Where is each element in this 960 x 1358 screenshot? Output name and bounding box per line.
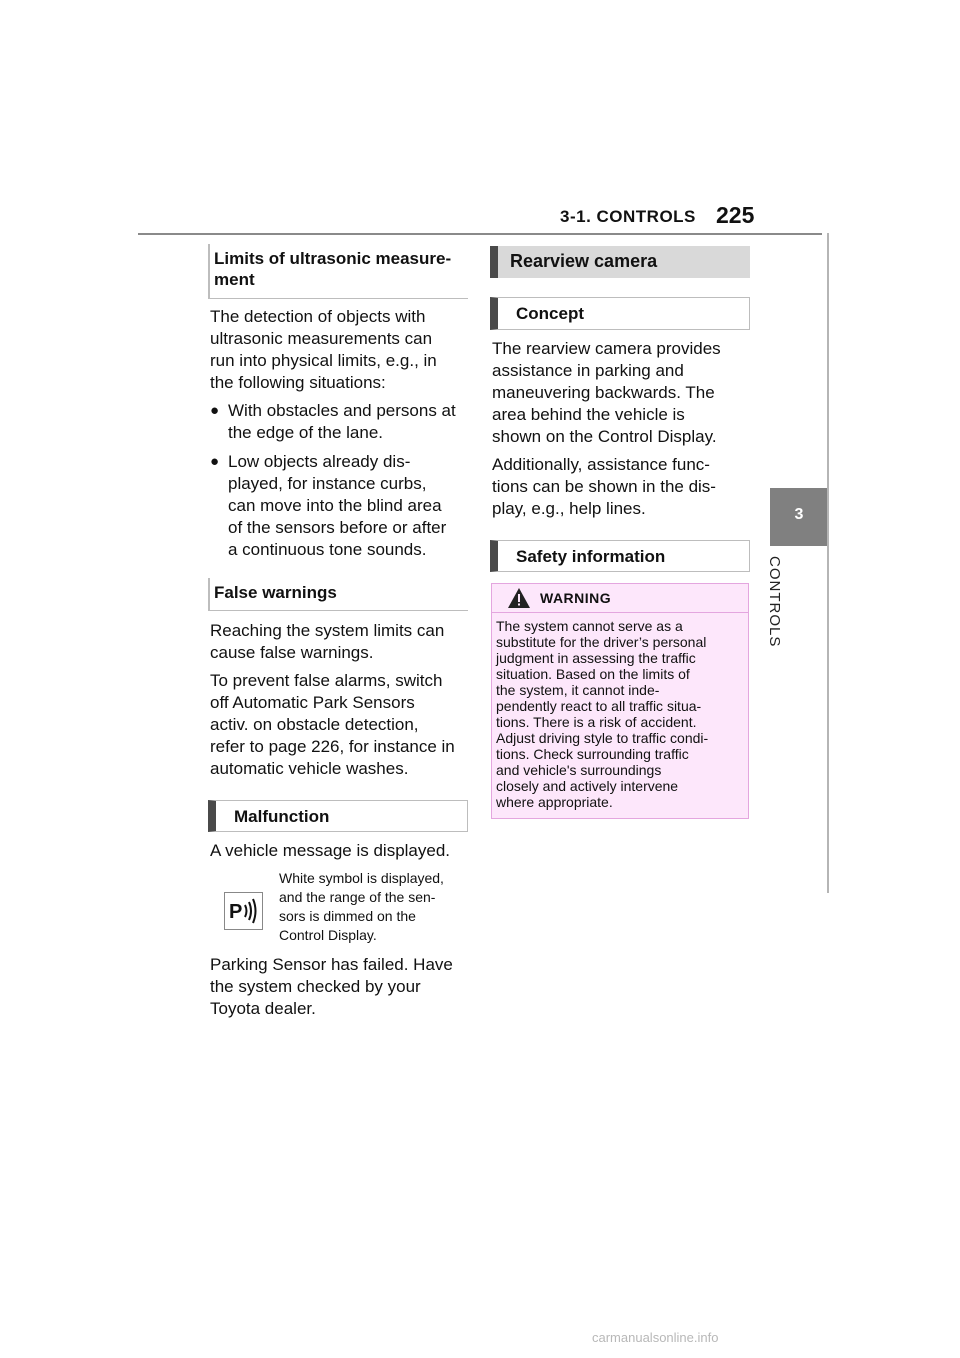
safety-information-heading: Safety information	[490, 540, 750, 572]
concept-paragraph-2: Additionally, assistance func- tions can…	[492, 455, 716, 518]
warning-box	[491, 583, 749, 819]
svg-text:P: P	[229, 901, 242, 923]
false-warnings-paragraph-2: To prevent false alarms, switch off Auto…	[210, 671, 455, 778]
parking-sensor-icon: P	[224, 892, 263, 930]
warning-triangle-icon	[507, 587, 531, 614]
warning-text: The system cannot serve as a substitute …	[496, 618, 709, 810]
bullet-item: ● With obstacles and persons at the edge…	[210, 401, 456, 442]
bullet-icon: ●	[210, 453, 220, 470]
watermark: carmanualsonline.info	[592, 1330, 719, 1345]
concept-heading: Concept	[490, 297, 750, 330]
chapter-tab	[770, 488, 828, 546]
malfunction-heading: Malfunction	[208, 800, 468, 832]
bullet-item: ● Low objects already dis- played, for i…	[210, 452, 447, 559]
icon-caption: White symbol is displayed, and the range…	[279, 870, 444, 943]
concept-paragraph-1: The rearview camera provides assistance …	[492, 339, 721, 446]
header-rule	[138, 233, 822, 235]
false-warnings-heading: False warnings	[208, 578, 468, 611]
malfunction-paragraph-1: A vehicle message is displayed.	[210, 841, 451, 860]
limits-intro: The detection of objects with ultrasonic…	[210, 307, 437, 392]
running-header-section: 3-1. CONTROLS	[560, 207, 696, 226]
side-divider	[827, 233, 829, 893]
page-number: 225	[716, 202, 755, 228]
bullet-icon: ●	[210, 402, 220, 419]
warning-divider	[492, 612, 748, 613]
malfunction-paragraph-2: Parking Sensor has failed. Have the syst…	[210, 955, 453, 1018]
chapter-number: 3	[794, 506, 804, 523]
warning-title: WARNING	[540, 590, 612, 606]
limits-heading: Limits of ultrasonic measure-ment	[208, 244, 468, 299]
false-warnings-paragraph-1: Reaching the system limits can cause fal…	[210, 621, 445, 662]
chapter-label: CONTROLS	[766, 556, 783, 648]
rearview-camera-heading: Rearview camera	[490, 246, 750, 278]
